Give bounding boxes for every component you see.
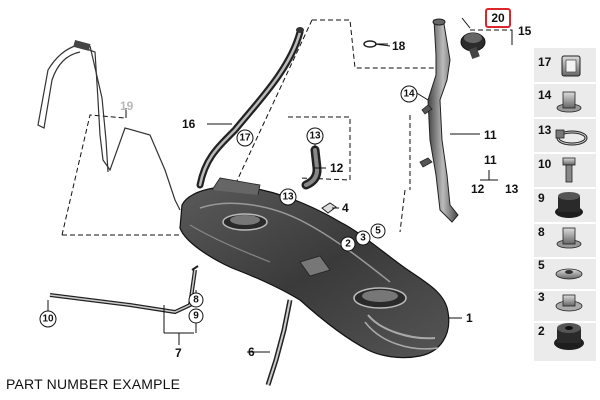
strap-7 <box>49 265 199 315</box>
plain-labels: 19 16 18 15 11 12 4 1 6 7 11 12 13 <box>120 24 532 360</box>
side-num-5: 5 <box>538 258 545 272</box>
fuel-cap-15 <box>460 17 486 60</box>
label-15: 15 <box>518 24 532 38</box>
clip-4 <box>321 202 337 214</box>
label-4: 4 <box>342 201 349 215</box>
side-num-8: 8 <box>538 225 545 239</box>
side-num-10: 10 <box>538 157 552 171</box>
callout-2: 2 <box>345 239 351 250</box>
nut-8-icon <box>556 227 582 249</box>
side-num-13: 13 <box>538 123 552 137</box>
label-11: 11 <box>484 128 497 142</box>
callout-3: 3 <box>360 233 366 244</box>
fuel-tank-1 <box>179 177 462 359</box>
callout-17: 17 <box>239 133 251 144</box>
side-num-9: 9 <box>538 191 545 205</box>
caption: PART NUMBER EXAMPLE <box>6 376 181 392</box>
hose-clamp-13-icon <box>555 129 588 146</box>
side-num-17: 17 <box>538 55 552 69</box>
washer-5-icon <box>555 268 583 280</box>
side-panel: 17 14 13 10 9 8 <box>534 48 596 361</box>
clip-17-icon <box>561 55 581 77</box>
side-num-3: 3 <box>538 290 545 304</box>
label-7: 7 <box>175 346 182 360</box>
nut-14-icon <box>556 91 582 113</box>
callout-13-hose: 13 <box>309 131 321 142</box>
filler-neck-11 <box>419 18 459 223</box>
side-num-14: 14 <box>538 88 552 102</box>
grommet-9-icon <box>555 192 583 218</box>
label-6: 6 <box>248 345 255 359</box>
callout-13-tank: 13 <box>282 192 294 203</box>
label-11-group: 11 <box>484 153 497 167</box>
callout-5: 5 <box>375 226 381 237</box>
grommet-2-icon <box>554 323 584 350</box>
label-20: 20 <box>491 11 505 25</box>
label-12: 12 <box>330 161 344 175</box>
label-12-group: 12 <box>471 182 485 196</box>
label-13-group: 13 <box>505 182 519 196</box>
callouts: 17 13 13 14 2 3 5 8 9 10 <box>39 85 418 328</box>
fuel-line-19 <box>37 40 181 211</box>
side-num-2: 2 <box>538 324 545 338</box>
highlight-20[interactable]: 20 <box>485 8 511 28</box>
filler-hose-16 <box>196 27 304 189</box>
label-18: 18 <box>392 39 406 53</box>
callout-9: 9 <box>193 311 199 322</box>
callout-8: 8 <box>193 295 199 306</box>
callout-14: 14 <box>403 89 415 100</box>
bolt-10-icon <box>562 157 576 183</box>
label-16: 16 <box>182 117 196 131</box>
label-1: 1 <box>466 311 473 325</box>
label-19: 19 <box>120 99 134 113</box>
strap-6 <box>265 299 293 386</box>
callout-10: 10 <box>42 314 54 325</box>
nut-3-icon <box>555 294 583 312</box>
